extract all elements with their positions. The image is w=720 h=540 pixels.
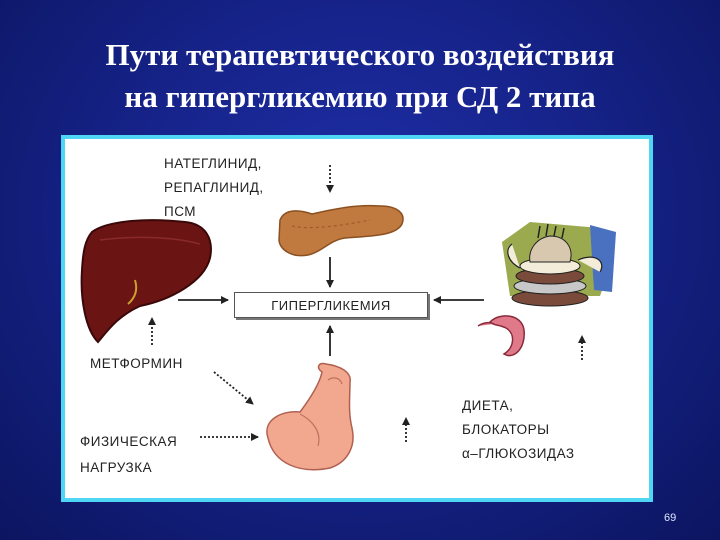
diet-label: ДИЕТА, БЛОКАТОРЫ α–ГЛЮКОЗИДАЗ [462,394,575,466]
liver-icon [80,219,212,344]
title-line-2: на гипергликемию при СД 2 типа [124,79,596,114]
arrows [148,165,586,442]
slide-title: Пути терапевтического воздействия на гип… [0,34,720,118]
drug-line-3: ПСМ [164,204,197,219]
diet-line-1: ДИЕТА, [462,398,514,413]
diet-line-3: α–ГЛЮКОЗИДАЗ [462,446,575,461]
drugs-top-label: НАТЕГЛИНИД, РЕПАГЛИНИД, ПСМ [164,152,264,224]
food-plate-icon [502,222,616,307]
flexed-arm-icon [266,362,354,471]
intestine-icon [477,315,525,357]
metformin-label: МЕТФОРМИН [90,356,183,371]
page-number: 69 [664,512,677,524]
diet-line-2: БЛОКАТОРЫ [462,422,550,437]
drug-line-1: НАТЕГЛИНИД, [164,156,262,171]
exercise-label: ФИЗИЧЕСКАЯ НАГРУЗКА [80,429,177,481]
pancreas-icon [278,204,404,257]
title-line-1: Пути терапевтического воздействия [105,37,615,72]
hyperglycemia-label: ГИПЕРГЛИКЕМИЯ [271,297,391,313]
exercise-line-1: ФИЗИЧЕСКАЯ [80,434,178,449]
exercise-line-2: НАГРУЗКА [80,460,153,475]
diagram-panel [61,135,653,502]
drug-line-2: РЕПАГЛИНИД, [164,180,264,195]
arrow-metformin-to-arm [213,371,254,405]
hyperglycemia-box: ГИПЕРГЛИКЕМИЯ [234,292,428,318]
